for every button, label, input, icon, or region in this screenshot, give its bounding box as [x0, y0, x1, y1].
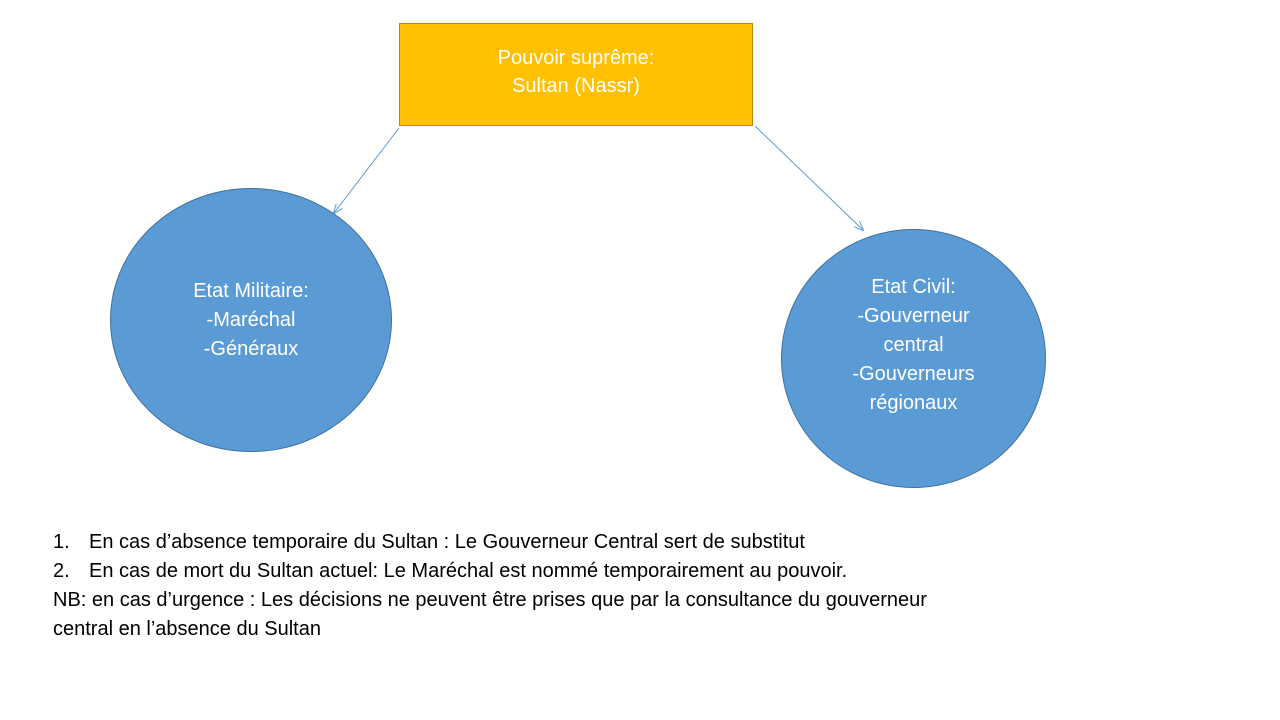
military-item-generaux: -Généraux — [203, 338, 299, 360]
note-text: En cas d’absence temporaire du Sultan : … — [89, 531, 805, 553]
civil-line-3: -Gouverneurs — [852, 363, 975, 385]
supreme-power-box: Pouvoir suprême: Sultan (Nassr) — [399, 23, 753, 126]
note-item-1: 1. En cas d’absence temporaire du Sultan… — [53, 528, 1053, 557]
nb-line-1: NB: en cas d’urgence : Les décisions ne … — [53, 589, 927, 611]
note-item-2: 2. En cas de mort du Sultan actuel: Le M… — [53, 557, 1053, 586]
civil-state-title: Etat Civil: — [871, 276, 956, 298]
civil-state-circle: Etat Civil: -Gouverneur central -Gouvern… — [781, 229, 1046, 488]
arrow-to-military — [334, 127, 400, 213]
civil-line-2: central — [883, 334, 944, 356]
supreme-power-sultan: Sultan (Nassr) — [512, 74, 640, 97]
military-state-title: Etat Militaire: — [193, 280, 309, 302]
note-number: 2. — [53, 560, 70, 582]
nb-line-2: central en l’absence du Sultan — [53, 618, 321, 640]
civil-line-4: régionaux — [869, 392, 958, 414]
military-state-circle: Etat Militaire: -Maréchal -Généraux — [110, 188, 392, 452]
notes-block: 1. En cas d’absence temporaire du Sultan… — [53, 528, 1053, 644]
note-text: En cas de mort du Sultan actuel: Le Maré… — [89, 560, 848, 582]
supreme-power-title: Pouvoir suprême: — [497, 46, 655, 69]
arrow-to-civil — [754, 125, 863, 230]
note-number: 1. — [53, 531, 70, 553]
military-item-marechal: -Maréchal — [206, 309, 296, 331]
civil-line-1: -Gouverneur — [857, 305, 970, 327]
